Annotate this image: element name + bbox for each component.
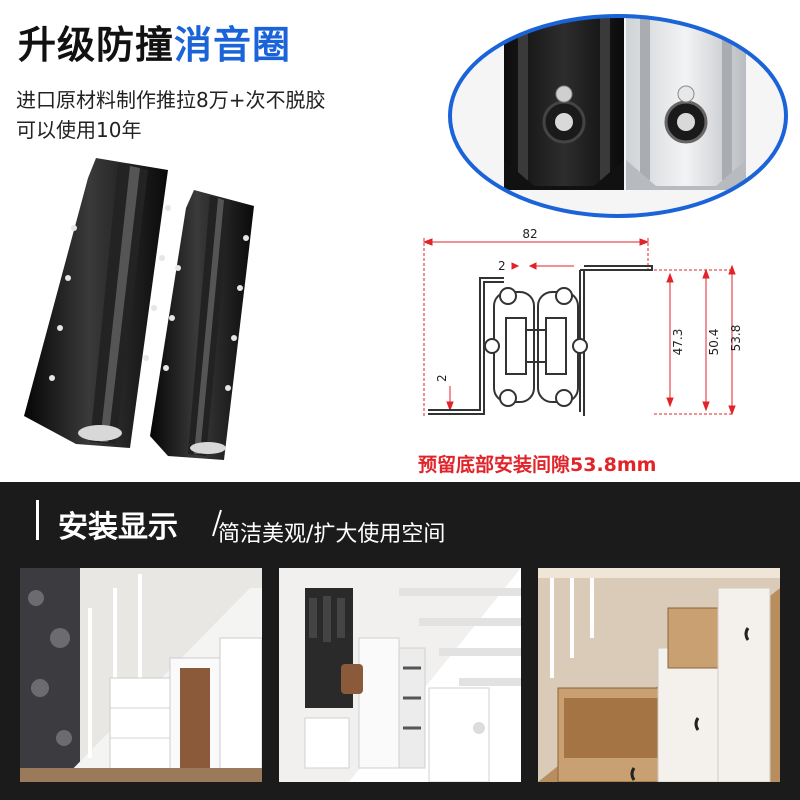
install-scene-3 (538, 568, 780, 782)
dim-gap: 2 (498, 259, 506, 273)
headline-part-1: 升级防撞 (18, 23, 175, 67)
slash-icon (212, 509, 222, 537)
section-subtitle: 简洁美观/扩大使用空间 (218, 522, 446, 547)
section-title: 安装显示 (58, 510, 178, 545)
install-scene-2 (279, 568, 521, 782)
gap-caption: 预留底部安装间隙53.8mm (418, 454, 657, 476)
buffer-ring-closeup (448, 14, 788, 218)
install-scene-1 (20, 568, 262, 782)
installation-section: 安装显示 简洁美观/扩大使用空间 (0, 482, 800, 800)
subtitle-line-2: 可以使用10年 (16, 118, 142, 142)
subtitle-line-1: 进口原材料制作推拉8万+次不脱胶 (16, 88, 326, 112)
dim-thickness: 2 (435, 374, 449, 382)
cross-section-diagram: 82 2 2 47.3 50.4 53.8 (422, 227, 743, 418)
dim-h3: 53.8 (729, 325, 743, 352)
dim-h1: 47.3 (671, 329, 685, 356)
dim-width: 82 (522, 227, 537, 241)
headline-part-2: 消音圈 (174, 23, 292, 67)
headline: 升级防撞消音圈 (18, 14, 291, 69)
dim-h2: 50.4 (707, 329, 721, 356)
slide-rail-product-photo (24, 158, 254, 460)
product-hero: 升级防撞消音圈 进口原材料制作推拉8万+次不脱胶 可以使用10年 (16, 14, 788, 476)
section-bar (36, 500, 39, 540)
